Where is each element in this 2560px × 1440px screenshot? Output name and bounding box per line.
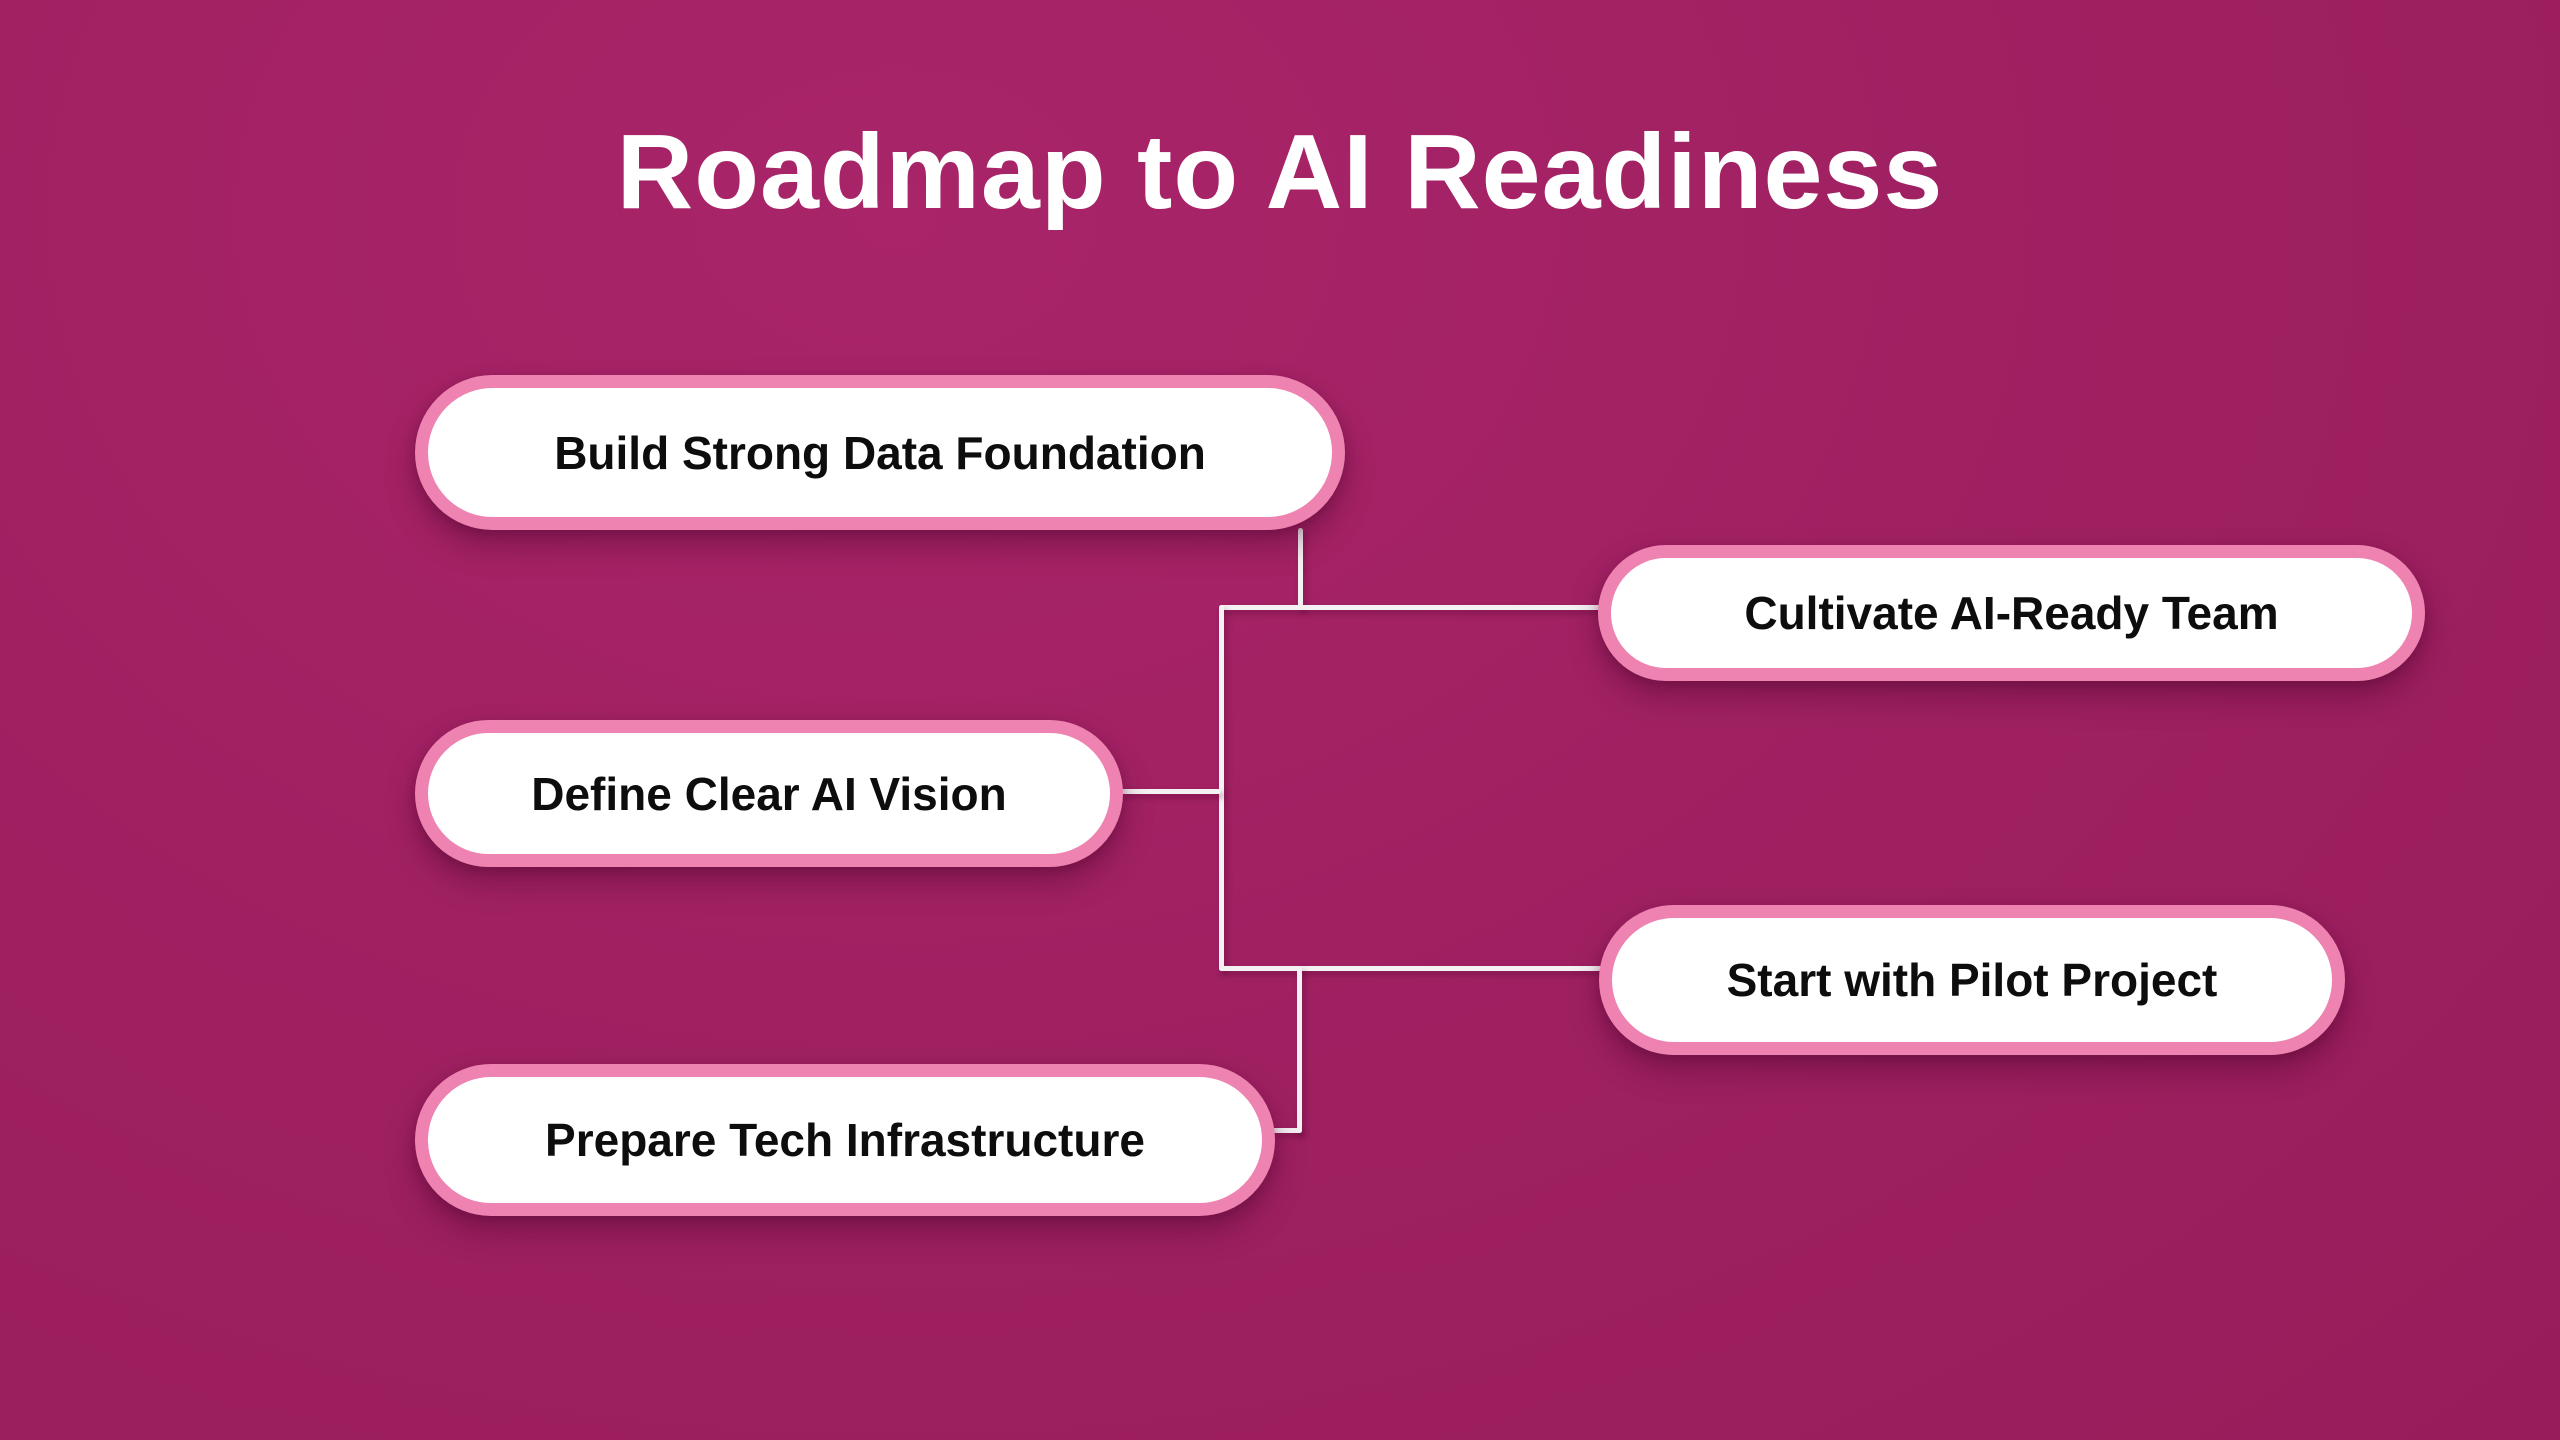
node-label: Start with Pilot Project (1726, 954, 2218, 1006)
connector-spine-top-to-cultivate (1219, 605, 1603, 610)
node-label: Prepare Tech Infrastructure (545, 1114, 1145, 1166)
node-cultivate-ai-ready-team[interactable]: Cultivate AI-Ready Team (1598, 545, 2425, 681)
node-prepare-tech-infrastructure[interactable]: Prepare Tech Infrastructure (415, 1064, 1275, 1216)
connector-spine-drop (1297, 966, 1302, 1133)
connector-define-to-spine (1115, 789, 1221, 794)
node-define-clear-ai-vision[interactable]: Define Clear AI Vision (415, 720, 1123, 867)
page-title: Roadmap to AI Readiness (616, 113, 1944, 231)
node-label: Define Clear AI Vision (531, 767, 1007, 820)
node-build-strong-data-foundation[interactable]: Build Strong Data Foundation (415, 375, 1345, 530)
node-start-with-pilot-project[interactable]: Start with Pilot Project (1599, 905, 2345, 1055)
connector-spine-bottom-to-start (1219, 966, 1604, 971)
connector-build-to-spine (1298, 528, 1303, 610)
node-label: Build Strong Data Foundation (554, 426, 1206, 479)
connector-spine-vertical (1219, 605, 1224, 971)
connector-drop-to-prepare (1272, 1128, 1302, 1133)
node-label: Cultivate AI-Ready Team (1744, 587, 2279, 639)
